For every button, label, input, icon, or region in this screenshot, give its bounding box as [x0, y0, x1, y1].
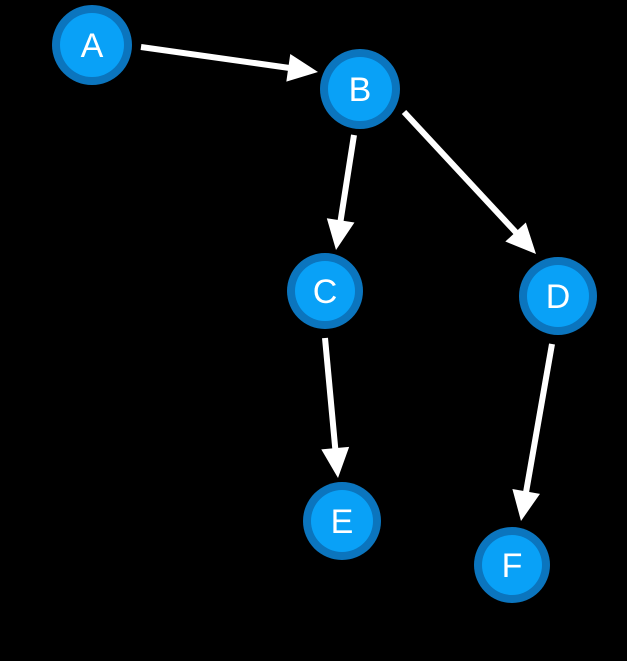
edge-line: [522, 343, 555, 496]
graph-node-d[interactable]: D: [519, 257, 597, 335]
edge-line: [337, 134, 357, 225]
graph-node-f[interactable]: F: [474, 527, 550, 603]
node-fill: [60, 13, 124, 77]
node-label: B: [349, 71, 372, 109]
edge-line: [140, 44, 293, 72]
node-fill: [295, 261, 355, 321]
edge-d-f: [512, 343, 555, 521]
nodes-layer: A B C D E F: [52, 5, 597, 603]
edge-line: [322, 337, 339, 453]
edge-b-c: [326, 134, 357, 250]
node-fill: [482, 535, 542, 595]
node-label: C: [313, 273, 338, 311]
node-fill: [328, 57, 392, 121]
node-label: F: [502, 547, 523, 585]
node-label: D: [546, 278, 571, 316]
node-label: E: [331, 503, 354, 541]
graph-node-b[interactable]: B: [320, 49, 400, 129]
node-fill: [527, 265, 589, 327]
graph-node-a[interactable]: A: [52, 5, 132, 85]
edge-a-b: [140, 44, 318, 82]
edges-layer: [140, 44, 555, 521]
edge-arrowhead: [326, 218, 355, 250]
edge-arrowhead: [505, 222, 536, 254]
edge-line: [401, 109, 521, 237]
edge-c-e: [321, 337, 350, 478]
node-fill: [311, 490, 373, 552]
graph-node-c[interactable]: C: [287, 253, 363, 329]
node-label: A: [81, 27, 104, 65]
graph-node-e[interactable]: E: [303, 482, 381, 560]
edge-arrowhead: [321, 446, 350, 478]
edge-b-d: [401, 109, 536, 254]
edge-arrowhead: [286, 53, 318, 82]
edge-arrowhead: [512, 489, 540, 521]
